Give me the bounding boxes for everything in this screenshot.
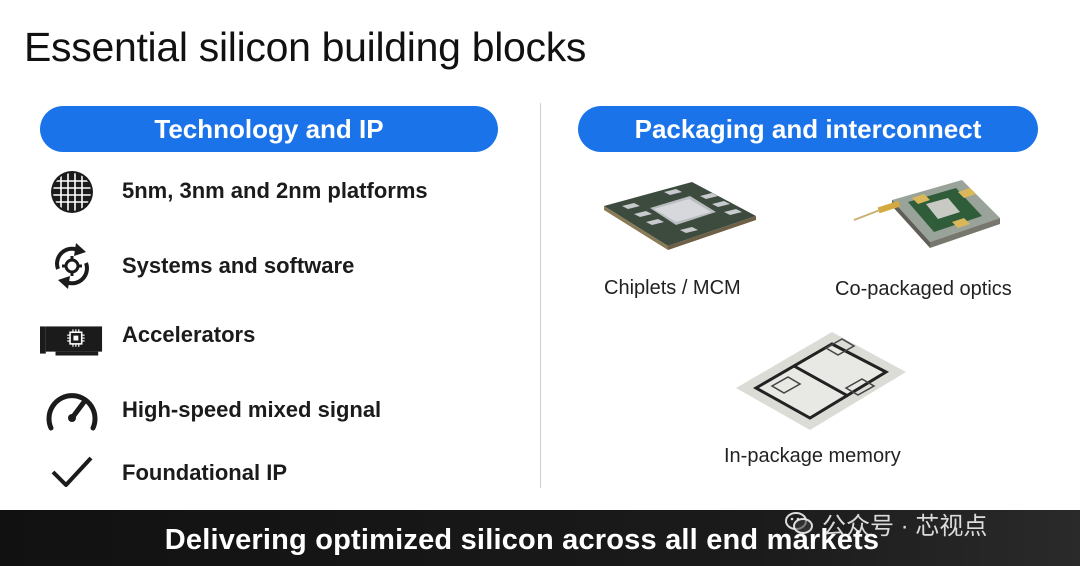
item-label-accelerators: Accelerators bbox=[122, 322, 256, 347]
item-label-foundational-ip: Foundational IP bbox=[122, 460, 287, 485]
checkmark-icon bbox=[40, 444, 104, 500]
in-package-memory-label: In-package memory bbox=[724, 445, 901, 467]
bottom-banner: Delivering optimized silicon across all … bbox=[0, 510, 1080, 566]
watermark-text: 公众号 · 芯视点 bbox=[822, 512, 988, 540]
item-label-systems: Systems and software bbox=[122, 253, 355, 278]
wafer-icon bbox=[40, 164, 104, 220]
packaging-interconnect-header: Packaging and interconnect bbox=[578, 106, 1038, 152]
item-label-mixed-signal: High-speed mixed signal bbox=[122, 397, 382, 422]
wechat-icon bbox=[785, 512, 813, 534]
chiplet-package-image bbox=[600, 178, 760, 255]
speedometer-icon bbox=[40, 382, 104, 438]
section-divider bbox=[540, 103, 541, 488]
co-packaged-optics-image bbox=[852, 178, 1002, 263]
chiplets-label: Chiplets / MCM bbox=[604, 277, 741, 299]
watermark: 公众号 · 芯视点 bbox=[784, 505, 987, 541]
technology-ip-header: Technology and IP bbox=[40, 106, 498, 152]
in-package-memory-image bbox=[734, 330, 908, 439]
co-packaged-optics-label: Co-packaged optics bbox=[835, 278, 1012, 300]
cycle-arrows-gear-icon bbox=[40, 238, 104, 294]
accelerator-card-icon bbox=[40, 312, 104, 368]
item-label-platforms: 5nm, 3nm and 2nm platforms bbox=[122, 178, 428, 203]
page-title: Essential silicon building blocks bbox=[24, 24, 587, 70]
banner-text: Delivering optimized silicon across all … bbox=[164, 523, 880, 556]
